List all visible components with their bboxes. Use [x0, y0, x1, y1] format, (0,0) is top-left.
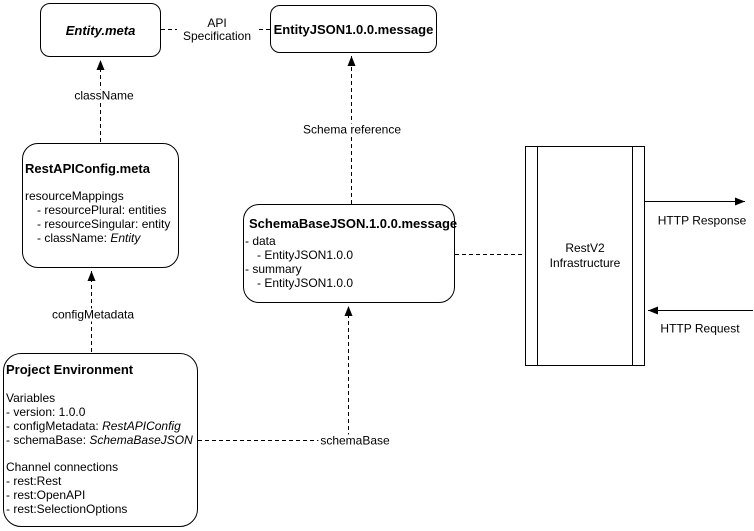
edge-label-schema-reference: Schema reference	[300, 122, 404, 137]
node-title: SchemaBaseJSON.1.0.0.message	[249, 216, 458, 231]
section-header-variables: Variables	[6, 391, 56, 405]
field-rest-rest: - rest:Rest	[6, 474, 62, 488]
node-side-bar-right	[632, 147, 633, 365]
field-resource-singular: - resourceSingular: entity	[37, 217, 171, 231]
field-rest-openapi: - rest:OpenAPI	[6, 488, 86, 502]
field-data-entityjson: - EntityJSON1.0.0	[257, 248, 354, 262]
node-body: resourceMappings - resourcePlural: entit…	[25, 189, 176, 245]
node-restapiconfig-meta: RestAPIConfig.meta resourceMappings - re…	[22, 143, 179, 268]
node-project-environment: Project Environment Variables - version:…	[3, 353, 198, 527]
node-restv2-infrastructure: RestV2 Infrastructure	[525, 146, 645, 366]
edge-schemabase	[198, 306, 353, 441]
field-resource-mappings: resourceMappings	[25, 189, 124, 203]
edge-label-schemabase: schemaBase	[318, 433, 392, 448]
field-class-name: - className: Entity	[37, 231, 141, 245]
field-version: - version: 1.0.0	[6, 405, 86, 419]
channels-section: Channel connections - rest:Rest - rest:O…	[6, 460, 195, 516]
field-resource-plural: - resourcePlural: entities	[37, 203, 167, 217]
field-summary-entityjson: - EntityJSON1.0.0	[257, 276, 354, 290]
section-header-channels: Channel connections	[6, 460, 119, 474]
field-config-metadata: - configMetadata: RestAPIConfig	[6, 419, 181, 433]
node-title: RestAPIConfig.meta	[25, 161, 150, 176]
field-summary: - summary	[245, 262, 302, 276]
node-body: - data - EntityJSON1.0.0 - summary - Ent…	[245, 234, 453, 290]
field-schema-base: - schemaBase: SchemaBaseJSON	[6, 433, 193, 447]
field-rest-selectionoptions: - rest:SelectionOptions	[6, 502, 128, 516]
edge-label-http-request: HTTP Request	[658, 321, 742, 336]
node-side-bar-left	[537, 147, 538, 365]
node-schemabasejson-message: SchemaBaseJSON.1.0.0.message - data - En…	[243, 204, 458, 303]
edge-label-api-specification: API Specification	[177, 17, 257, 43]
node-title: RestV2 Infrastructure	[549, 241, 621, 270]
field-data: - data	[245, 234, 276, 248]
node-entity-meta: Entity.meta	[40, 3, 161, 57]
edge-label-classname: className	[72, 88, 136, 103]
node-entityjson-message: EntityJSON1.0.0.message	[270, 5, 437, 53]
node-title: Entity.meta	[65, 22, 136, 38]
node-title: Project Environment	[6, 362, 134, 377]
edge-label-http-response: HTTP Response	[655, 213, 749, 228]
node-title: EntityJSON1.0.0.message	[273, 21, 434, 37]
edge-label-configmetadata: configMetadata	[49, 307, 137, 322]
variables-section: Variables - version: 1.0.0 - configMetad…	[6, 391, 195, 447]
